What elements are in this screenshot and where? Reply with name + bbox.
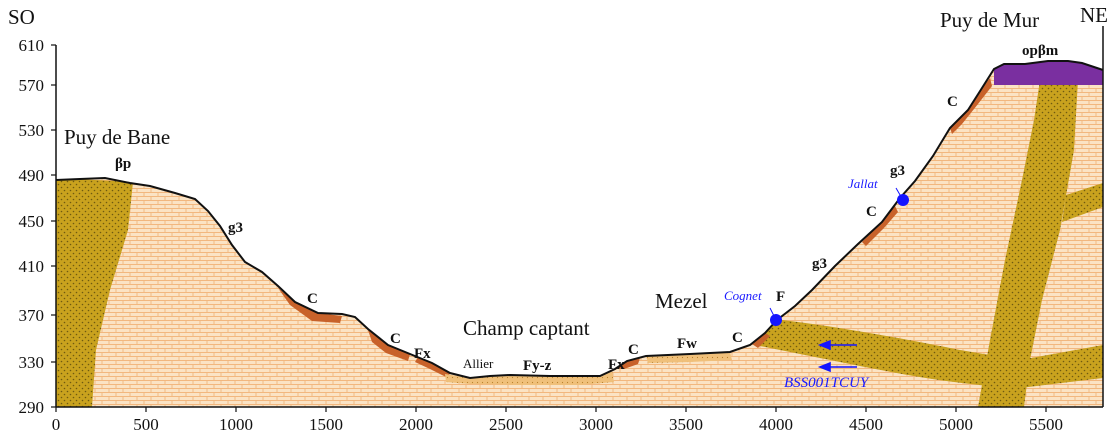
clay-lens-5 (862, 206, 898, 246)
x-tick-label: 3500 (669, 415, 703, 434)
unit-label-c: C (732, 330, 743, 346)
point-label-jallat: Jallat (848, 176, 878, 191)
place-mezel: Mezel (655, 289, 708, 313)
unit-label-c: C (947, 94, 958, 110)
unit-label-c: C (307, 291, 318, 307)
clay-lens-3 (616, 358, 640, 369)
unit-label-fx: Fx (608, 357, 625, 373)
point-label-cognet: Cognet (724, 288, 762, 303)
unit-label-opbm: opβm (1022, 43, 1059, 59)
y-tick-label: 610 (19, 36, 45, 55)
y-tick-label: 530 (19, 121, 45, 140)
arrow-jallat (895, 187, 904, 201)
alluvium-fw (646, 352, 732, 363)
x-tick-label: 1500 (309, 415, 343, 434)
y-tick-label: 370 (19, 306, 45, 325)
x-tick-label: 5000 (939, 415, 973, 434)
borehole-label: BSS001TCUY (784, 375, 870, 391)
corner-label-ne: NE (1080, 3, 1108, 27)
y-tick-label: 490 (19, 166, 45, 185)
arrow-cognet (769, 307, 777, 321)
x-tick-label: 4500 (849, 415, 883, 434)
x-tick-label: 0 (52, 415, 61, 434)
clay-lens-4 (752, 333, 770, 348)
x-tick-label: 2500 (489, 415, 523, 434)
place-puy-de-bane: Puy de Bane (64, 125, 170, 149)
x-tick-label: 3000 (579, 415, 613, 434)
unit-label-allier: Allier (463, 356, 494, 371)
y-tick-marks (51, 44, 56, 408)
corner-label-so: SO (8, 5, 35, 29)
unit-label-fw: Fw (677, 336, 697, 352)
clay-lens-7 (415, 357, 450, 378)
unit-label-f: F (776, 289, 785, 305)
y-tick-label: 290 (19, 398, 45, 417)
place-puy-de-mur: Puy de Mur (940, 8, 1039, 32)
basalt-dyke-east (978, 80, 1078, 407)
topographic-profile (55, 60, 1104, 380)
x-tick-marks (55, 407, 1047, 412)
x-tick-label: 5500 (1029, 415, 1063, 434)
basalt-dyke-left (56, 178, 133, 407)
x-tick-label: 500 (133, 415, 159, 434)
place-champ-captant: Champ captant (463, 316, 590, 340)
unit-label-fy-z: Fy-z (523, 358, 552, 374)
x-tick-label: 1000 (219, 415, 253, 434)
unit-label-c: C (628, 342, 639, 358)
unit-label-c: C (866, 204, 877, 220)
unit-label-c: C (390, 331, 401, 347)
x-tick-label: 4000 (759, 415, 793, 434)
alluvium-fy-z (445, 371, 614, 385)
flow-arrows (817, 339, 857, 373)
y-tick-label: 410 (19, 257, 45, 276)
basalt-cap (994, 61, 1103, 85)
x-tick-label: 2000 (399, 415, 433, 434)
y-tick-label: 330 (19, 353, 45, 372)
unit-label-fx: Fx (414, 346, 431, 362)
basalt-branch-east-lower (1000, 270, 1042, 318)
unit-label-g3: g3 (890, 163, 905, 179)
y-tick-label: 450 (19, 212, 45, 231)
basalt-branch-east-upper (1062, 183, 1103, 222)
y-tick-label: 570 (19, 76, 45, 95)
unit-label-bp: βp (115, 156, 131, 172)
unit-label-g3: g3 (812, 256, 827, 272)
unit-label-g3: g3 (228, 220, 243, 236)
